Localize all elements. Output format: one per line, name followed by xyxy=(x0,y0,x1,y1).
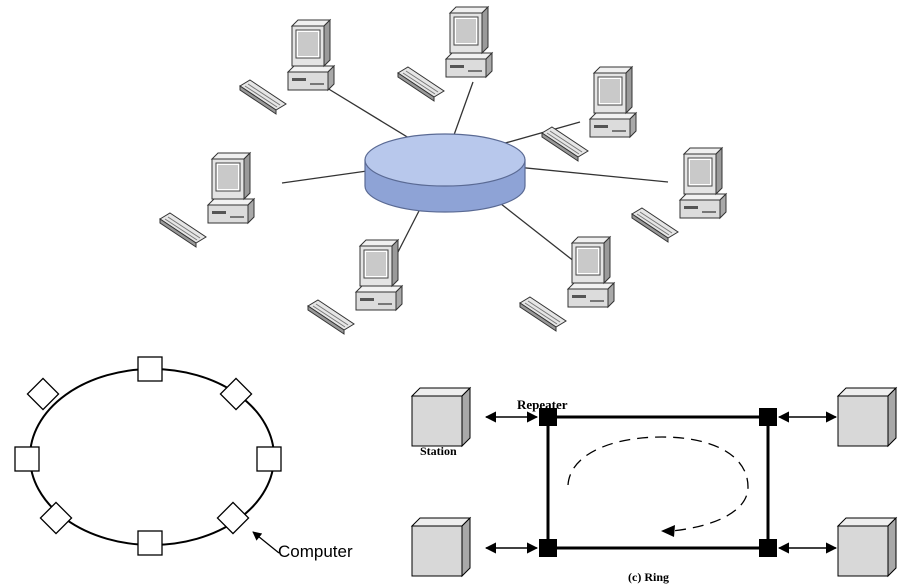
computer-1-icon xyxy=(239,19,335,115)
ring-node-bottom-left xyxy=(39,501,73,535)
ring-node-top-right xyxy=(219,377,253,411)
ring-node-right xyxy=(256,446,282,472)
ring-node-top xyxy=(137,356,163,382)
ring-node-top-left xyxy=(26,377,60,411)
computer-4-icon xyxy=(159,152,255,248)
star-topology xyxy=(159,6,727,335)
station-top-right xyxy=(837,387,897,447)
ring-node-bottom-right xyxy=(216,501,250,535)
station-label: Station xyxy=(420,444,457,458)
repeater-top-left xyxy=(539,408,557,426)
ring-repeater-topology: Repeater Station (c) Ring xyxy=(411,387,897,584)
computer-label: Computer xyxy=(278,542,353,561)
repeater-bottom-right xyxy=(759,539,777,557)
repeater-bottom-left xyxy=(539,539,557,557)
computer-7-icon xyxy=(519,236,615,332)
computer-pointer-arrow xyxy=(252,531,280,554)
station-top-left xyxy=(411,387,471,447)
station-bottom-right xyxy=(837,517,897,577)
computer-2-icon xyxy=(397,6,493,102)
circulation-direction-arrow xyxy=(567,436,749,532)
station-bottom-left xyxy=(411,517,471,577)
ring-node-bottom xyxy=(137,530,163,556)
hub-disk xyxy=(364,133,526,213)
computer-5-icon xyxy=(631,147,727,243)
computer-3-icon xyxy=(541,66,637,162)
ring-loop xyxy=(546,415,770,550)
ring-caption: (c) Ring xyxy=(628,570,669,584)
repeater-top-right xyxy=(759,408,777,426)
circulation-arrow-head xyxy=(661,525,675,537)
repeater-label: Repeater xyxy=(517,397,568,412)
ring-circle-topology: Computer xyxy=(14,356,353,561)
computer-6-icon xyxy=(307,239,403,335)
ring-node-left xyxy=(14,446,40,472)
